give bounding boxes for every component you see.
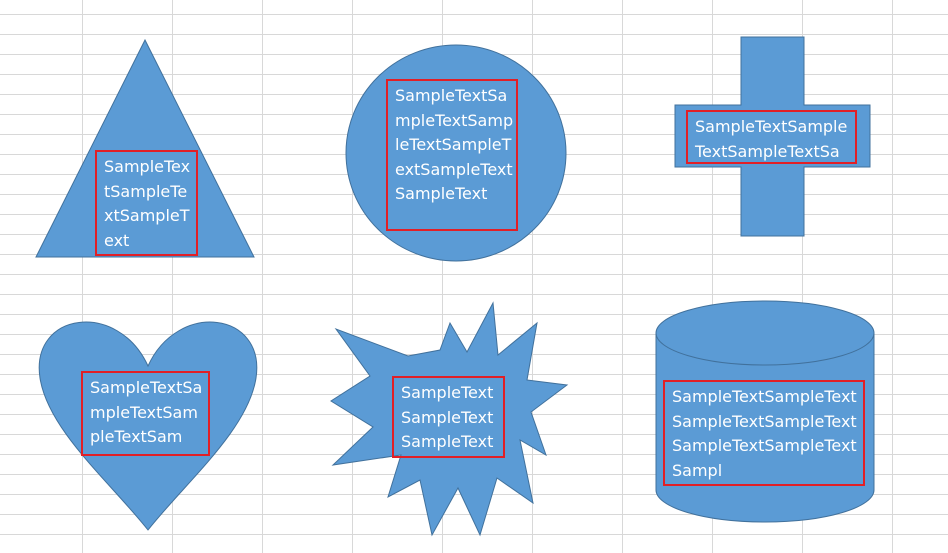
- cylinder-textbox[interactable]: SampleTextSampleTextSampleTextSampleText…: [663, 380, 865, 486]
- ellipse-shape[interactable]: [345, 44, 567, 262]
- triangle-textbox[interactable]: SampleTextSampleTextSampleText: [95, 150, 198, 256]
- ellipse-textbox[interactable]: SampleTextSampleTextSampleTextSampleText…: [386, 79, 518, 231]
- triangle-shape[interactable]: [35, 38, 255, 258]
- heart-shape[interactable]: [38, 321, 258, 531]
- cross-shape[interactable]: [674, 36, 871, 237]
- heart-textbox[interactable]: SampleTextSampleTextSampleTextSam: [81, 371, 210, 456]
- explosion-shape[interactable]: [330, 301, 569, 537]
- cross-textbox[interactable]: SampleTextSampleTextSampleTextSa: [686, 110, 857, 164]
- explosion-textbox[interactable]: SampleTextSampleTextSampleText: [392, 376, 505, 458]
